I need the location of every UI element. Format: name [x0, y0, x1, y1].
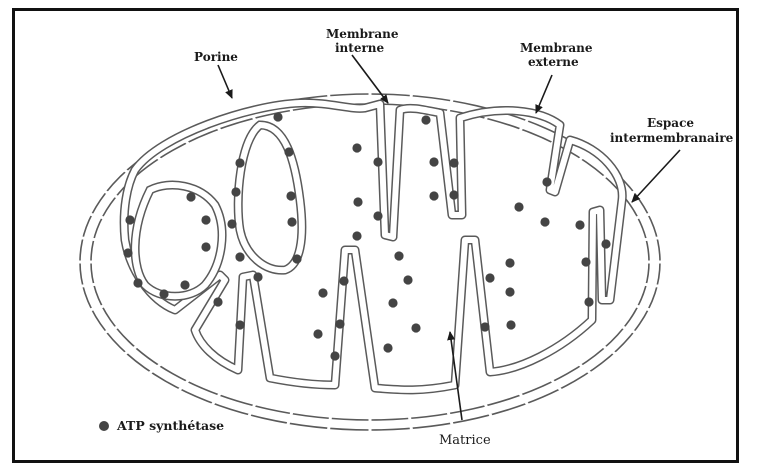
atp-synthase-dot [403, 275, 412, 284]
legend-label: ATP synthétase [116, 418, 224, 433]
porin-gap [104, 327, 118, 333]
porin-gap [579, 364, 590, 373]
atp-synthase-dot [227, 219, 236, 228]
legend-atp-dot [99, 421, 109, 431]
atp-synthase-dot [540, 217, 549, 226]
porin-gap [81, 284, 96, 286]
atp-synthase-dot [318, 288, 327, 297]
porin-gap [179, 380, 189, 391]
label-membrane-externe-2: externe [528, 55, 579, 69]
label-espace-1: Espace [647, 116, 694, 130]
atp-synthase-dot [339, 276, 348, 285]
atp-synthase-dot [201, 242, 210, 251]
porin-gap [212, 393, 220, 405]
atp-synthase-dot [287, 217, 296, 226]
porin-gap [520, 393, 528, 405]
label-espace-2: intermembranaire [610, 131, 734, 145]
atp-synthase-dot [231, 187, 240, 196]
atp-synthase-dot [383, 343, 392, 352]
arrow-porine [218, 65, 232, 98]
label-membrane-interne-2: interne [335, 41, 385, 55]
atp-synthase-dot [253, 272, 262, 281]
atp-synthase-dot [429, 191, 438, 200]
atp-synthase-dot [180, 280, 189, 289]
porin-gap [409, 416, 411, 430]
atp-synthase-dot [421, 115, 430, 124]
atp-synthase-dot [313, 329, 322, 338]
porin-gap [622, 327, 636, 333]
atp-synthase-dot [429, 157, 438, 166]
porin-gap [124, 346, 137, 354]
atp-synthase-dot [284, 147, 293, 156]
atp-synthase-dot [201, 215, 210, 224]
atp-synthase-dot [159, 289, 168, 298]
atp-synthase-dot [186, 192, 195, 201]
inner-membrane [124, 103, 622, 390]
atp-synthase-dot [601, 239, 610, 248]
atp-synthase-dot [235, 252, 244, 261]
label-matrice: Matrice [439, 433, 491, 448]
atp-synthase-dot [480, 322, 489, 331]
porin-gap [149, 364, 160, 373]
atp-synthase-dot [388, 298, 397, 307]
porin-gap [603, 346, 616, 354]
atp-synthase-dot [213, 297, 222, 306]
atp-synthase-dot [353, 197, 362, 206]
atp-synthase-dot [505, 287, 514, 296]
atp-synthase-dot [292, 254, 301, 263]
porin-gap [81, 238, 96, 240]
label-porine: Porine [194, 50, 238, 64]
porin-gap [636, 306, 650, 310]
atp-synthase-dot [542, 177, 551, 186]
arrow-membrane-externe [536, 75, 552, 113]
atp-synthase-dot [449, 158, 458, 167]
atp-synthase-dot [584, 297, 593, 306]
atp-synthase-dot [394, 251, 403, 260]
atp-synthase-dot [330, 351, 339, 360]
porin-gap [520, 119, 528, 131]
atp-synthase-dot [286, 191, 295, 200]
atp-synthase-dot [352, 231, 361, 240]
atp-synthase-dot [125, 215, 134, 224]
atp-synthase-dot [133, 278, 142, 287]
atp-synthase-dot [506, 320, 515, 329]
atp-synthase-dot [581, 257, 590, 266]
atp-synthase-dot [352, 143, 361, 152]
atp-synthase-dot [411, 323, 420, 332]
atp-synthase-dot [235, 158, 244, 167]
atp-synthase-dot [373, 211, 382, 220]
atp-synthase-dot [449, 190, 458, 199]
porin-gap [551, 380, 561, 391]
atp-synthase-dot [273, 112, 282, 121]
arrow-espace [632, 150, 680, 202]
atp-synthase-dot [505, 258, 514, 267]
porin-gap [90, 214, 104, 218]
porin-gap [90, 306, 104, 310]
atp-synthase-dot [514, 202, 523, 211]
label-membrane-interne-1: Membrane [326, 27, 399, 41]
porin-gap [644, 284, 659, 286]
porin-gap [644, 238, 659, 240]
atp-synthase-dot [335, 319, 344, 328]
atp-synthase-dot [235, 320, 244, 329]
porin-gap [104, 191, 118, 197]
atp-synthase-dot [373, 157, 382, 166]
label-membrane-externe-1: Membrane [520, 41, 593, 55]
atp-synthase-dot [575, 220, 584, 229]
atp-synthase-dot [485, 273, 494, 282]
porin-gap [636, 214, 650, 218]
porin-gap [328, 416, 330, 430]
atp-synthase-dot [123, 248, 132, 257]
